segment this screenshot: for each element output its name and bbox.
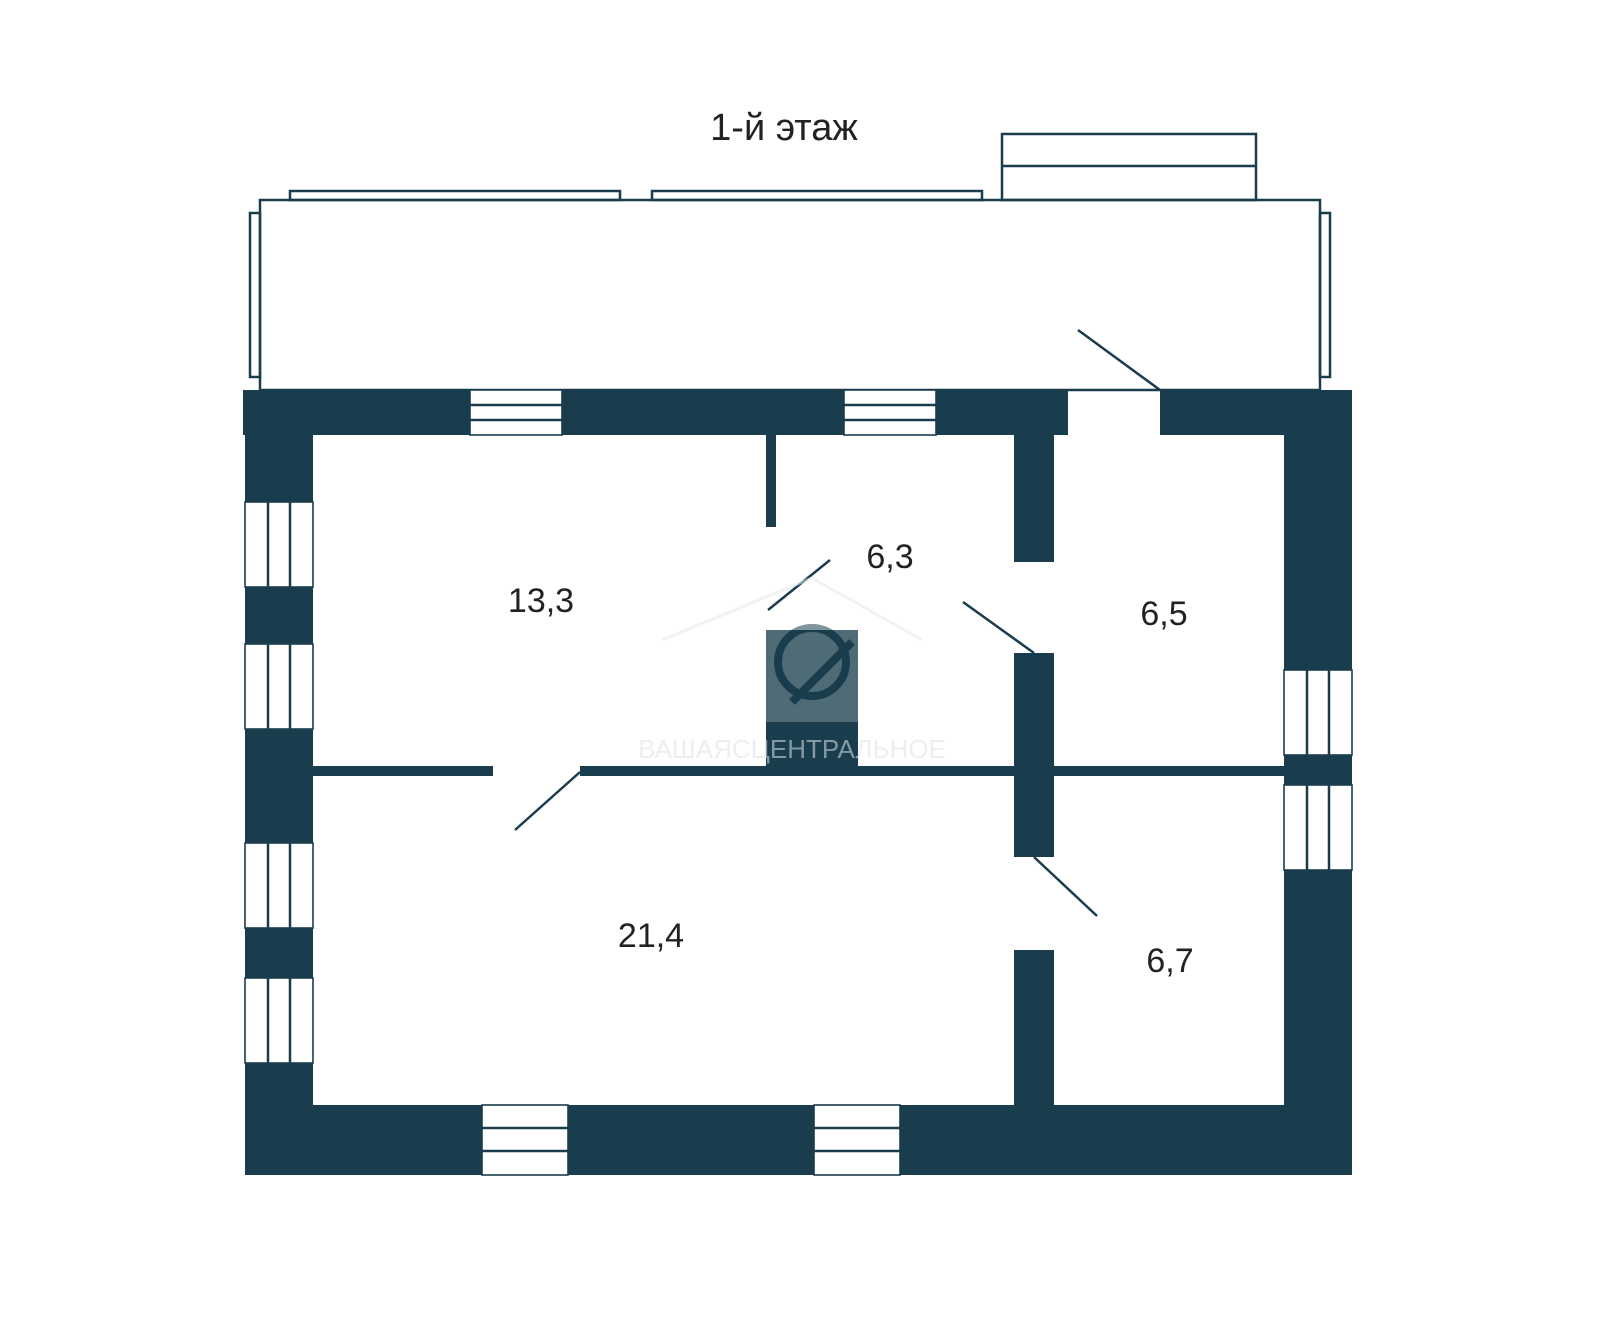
window-left-1	[244, 501, 314, 588]
logo-watermark-icon: ВАШАЯСЦЕНТРАЛЬНОЕ	[638, 576, 946, 764]
windows	[244, 389, 1353, 1176]
wall-mid-left	[313, 766, 493, 776]
wall-right	[1284, 390, 1352, 1175]
wall-partition-3	[1014, 950, 1054, 1105]
window-right-1	[1283, 669, 1353, 756]
wall-bottom	[245, 1105, 1352, 1175]
window-left-2	[244, 643, 314, 730]
door-room-13-3	[767, 559, 831, 611]
window-top-1	[469, 389, 563, 436]
watermark-text: ВАШАЯСЦЕНТРАЛЬНОЕ	[638, 734, 946, 764]
window-left-4	[244, 977, 314, 1064]
door-room-6-7	[1033, 856, 1098, 917]
window-left-3	[244, 842, 314, 929]
veranda	[248, 132, 1332, 392]
wall-partition-1	[1014, 435, 1054, 562]
veranda-outline	[258, 198, 1322, 392]
window-top-2	[843, 389, 937, 436]
room-21-4-area: 21,4	[618, 917, 684, 955]
veranda-window-left	[248, 211, 262, 379]
floor-title: 1-й этаж	[710, 107, 858, 149]
window-right-2	[1283, 784, 1353, 871]
veranda-window-2	[650, 189, 984, 202]
door-room-6-5	[962, 600, 1035, 655]
room-6-3-area: 6,3	[866, 538, 913, 576]
room-13-3-area: 13,3	[508, 582, 574, 620]
wall-mid-right	[580, 766, 1284, 776]
window-bottom-2	[813, 1104, 901, 1176]
veranda-window-right	[1318, 211, 1332, 379]
doors	[514, 559, 1098, 917]
wall-partition-2	[1014, 653, 1054, 857]
wall-top-left	[243, 390, 1068, 435]
exterior-walls	[243, 390, 1352, 1175]
room-6-5-area: 6,5	[1140, 595, 1187, 633]
wall-stub-top	[766, 435, 776, 527]
interior-walls	[313, 435, 1284, 1105]
window-bottom-1	[481, 1104, 569, 1176]
veranda-door	[1077, 328, 1161, 392]
veranda-window-1	[288, 189, 622, 202]
room-6-7-area: 6,7	[1146, 942, 1193, 980]
door-room-21-4	[514, 771, 581, 831]
